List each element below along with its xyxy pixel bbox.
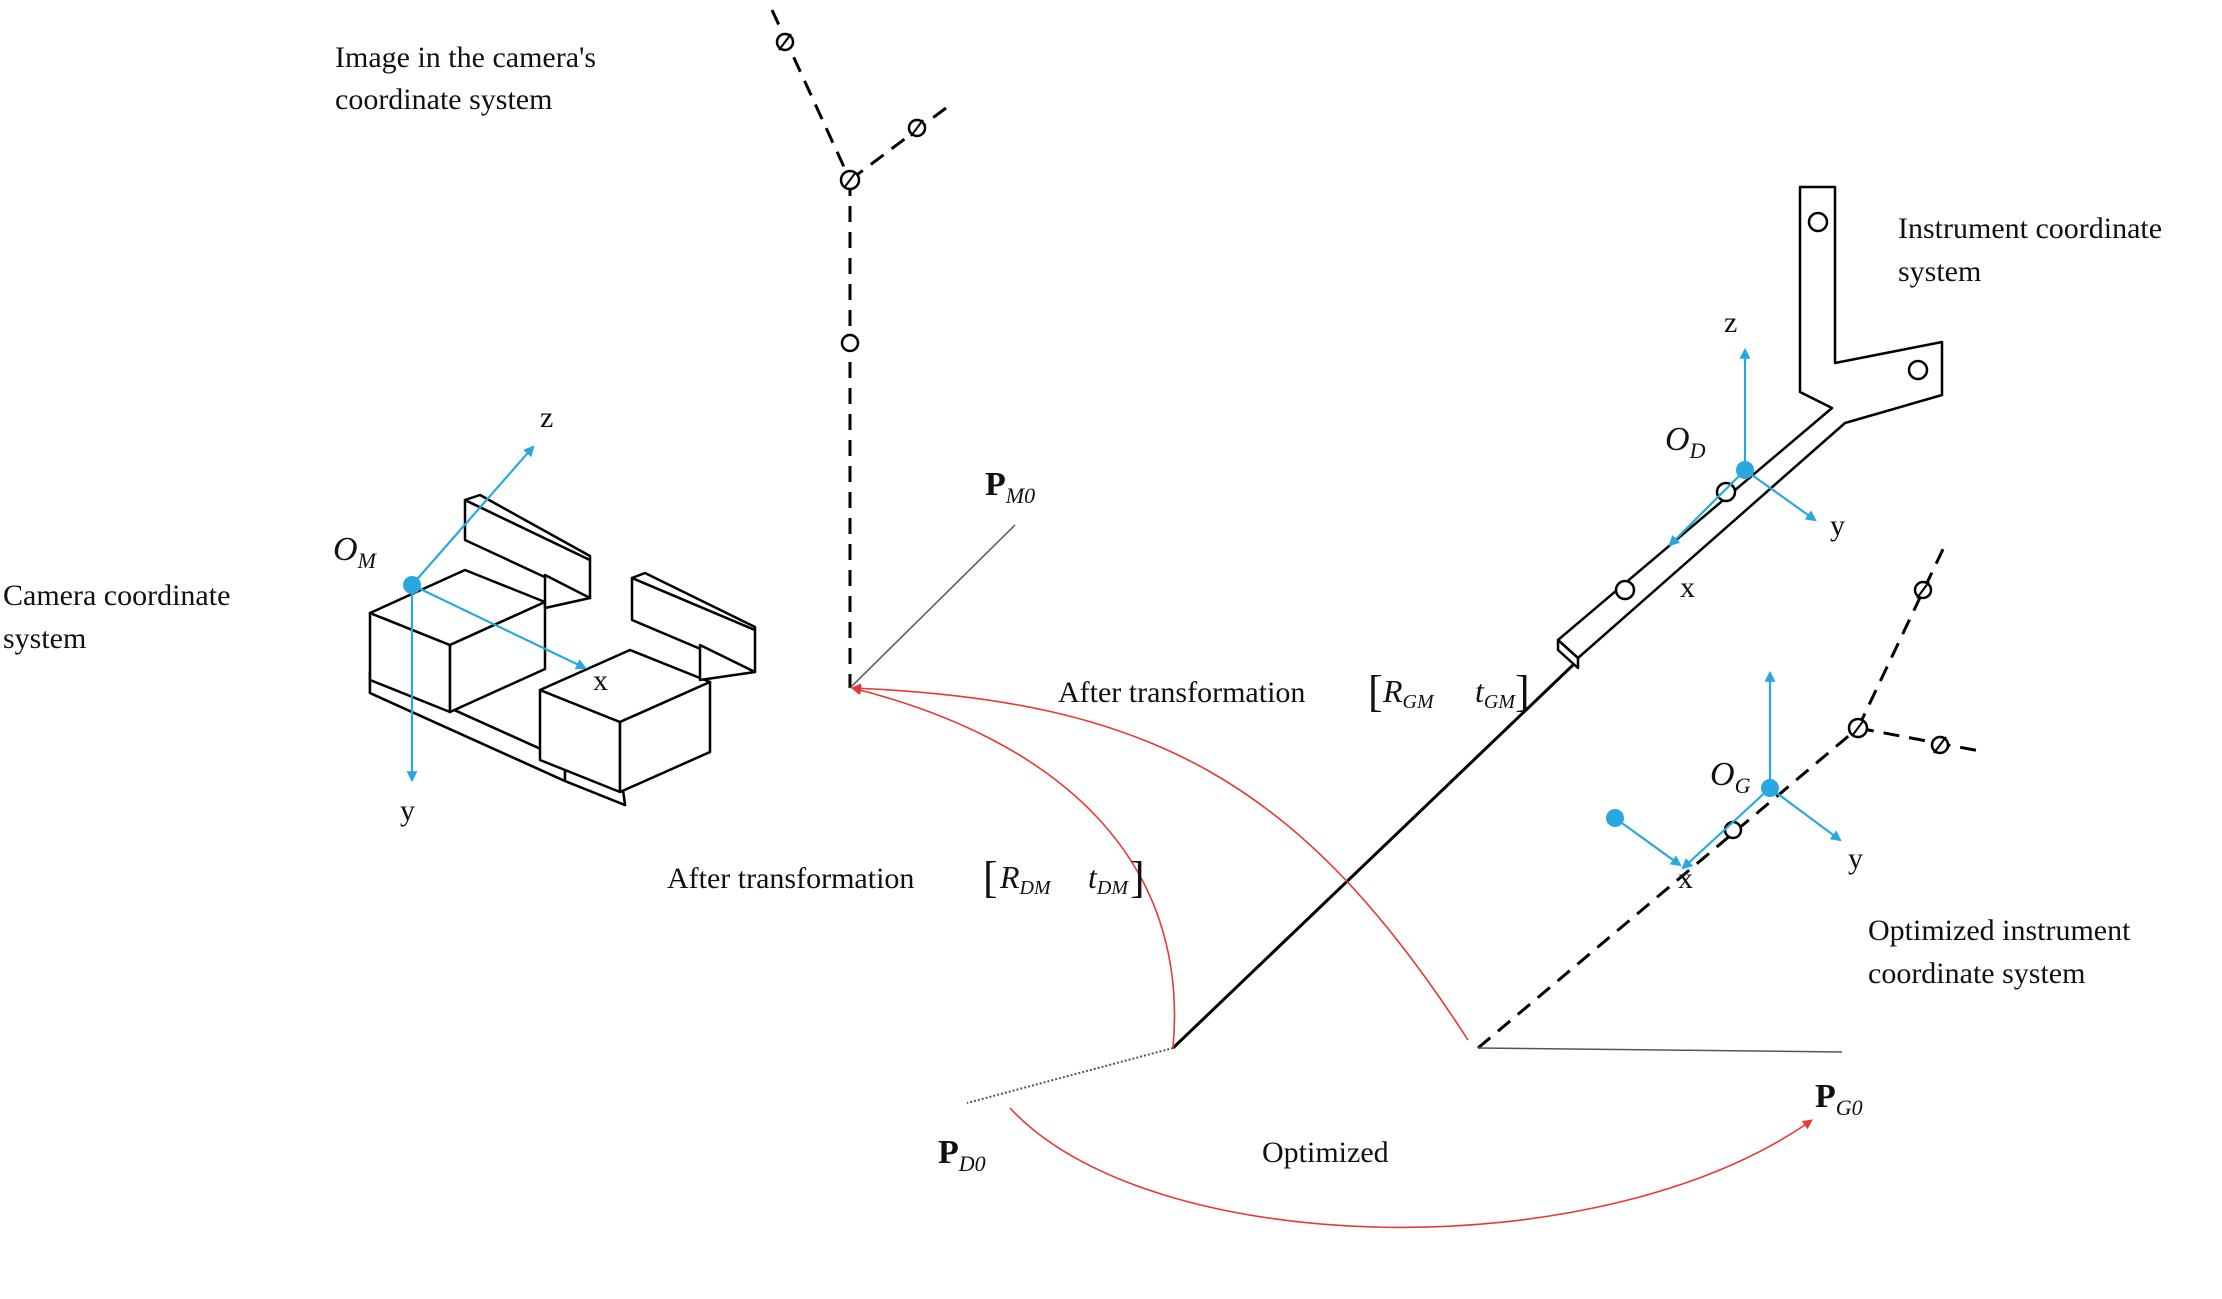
camera-origin-dot <box>403 576 421 594</box>
instrument-y-axis <box>1744 469 1817 522</box>
optimized-y-label: y <box>1848 842 1863 875</box>
instrument-axes <box>1668 347 1817 547</box>
t-gm-symbol: tGM <box>1475 673 1516 713</box>
optimized-y-axis <box>1769 787 1842 842</box>
after-transformation-gm-label: After transformation <box>1058 676 1305 709</box>
instrument-x-label: x <box>1680 571 1695 604</box>
camera-cs-label-line2: system <box>3 622 86 655</box>
arrow-optimized <box>1009 1107 1813 1229</box>
camera-z-axis <box>411 445 535 586</box>
instrument-cs-label-line2: system <box>1898 255 1981 288</box>
camera-device <box>368 493 757 807</box>
t-dm-symbol: tDM <box>1088 859 1129 899</box>
optimized-x-axis-alt <box>1614 817 1682 867</box>
transformation-arrows <box>851 683 1813 1229</box>
camera-x-axis <box>411 584 587 670</box>
optimized-cs-label-line1: Optimized instrument <box>1868 914 2131 947</box>
point-pg0: PG0 <box>1815 1078 1863 1120</box>
instrument-cs-label-line1: Instrument coordinate <box>1898 212 2162 245</box>
origin-od: OD <box>1665 421 1706 463</box>
optimized-x-axis <box>1681 787 1771 870</box>
camera-axes <box>403 445 587 783</box>
optimized-tool-dashed <box>1477 544 1986 1053</box>
arrow-gm-transform <box>851 683 1469 1041</box>
camera-y-label: y <box>400 794 415 827</box>
point-pd0: PD0 <box>938 1134 986 1176</box>
instrument-origin-dot <box>1736 461 1754 479</box>
point-pm0: PM0 <box>985 466 1035 508</box>
camera-z-label: z <box>540 401 553 434</box>
image-tool-dashed <box>770 9 1016 689</box>
instrument-z-label: z <box>1724 306 1737 339</box>
arrow-dm-transform <box>851 685 1176 1049</box>
optimized-axes <box>1606 670 1842 870</box>
optimized-origin-dot <box>1761 779 1779 797</box>
optimized-cs-label-line2: coordinate system <box>1868 957 2085 990</box>
origin-om: OM <box>333 531 378 573</box>
bracket-open-gm: [ <box>1368 667 1383 716</box>
bracket-open-dm: [ <box>983 853 998 902</box>
camera-x-label: x <box>593 664 608 697</box>
camera-cs-label-line1: Camera coordinate <box>3 579 230 612</box>
image-camera-label-line2: coordinate system <box>335 83 552 116</box>
instrument-x-axis <box>1668 469 1746 547</box>
bracket-close-gm: ] <box>1515 667 1530 716</box>
origin-og: OG <box>1710 756 1751 798</box>
r-gm-symbol: RGM <box>1382 673 1435 713</box>
optimized-secondary-dot <box>1606 809 1624 827</box>
image-camera-label-line1: Image in the camera's <box>335 41 596 74</box>
after-transformation-dm-label: After transformation <box>667 862 914 895</box>
r-dm-symbol: RDM <box>999 859 1052 899</box>
optimized-label: Optimized <box>1262 1136 1389 1169</box>
bracket-close-dm: ] <box>1130 853 1145 902</box>
optimized-x-label: x <box>1678 862 1693 895</box>
instrument-y-label: y <box>1830 509 1845 542</box>
instrument-tool <box>966 185 1944 1104</box>
